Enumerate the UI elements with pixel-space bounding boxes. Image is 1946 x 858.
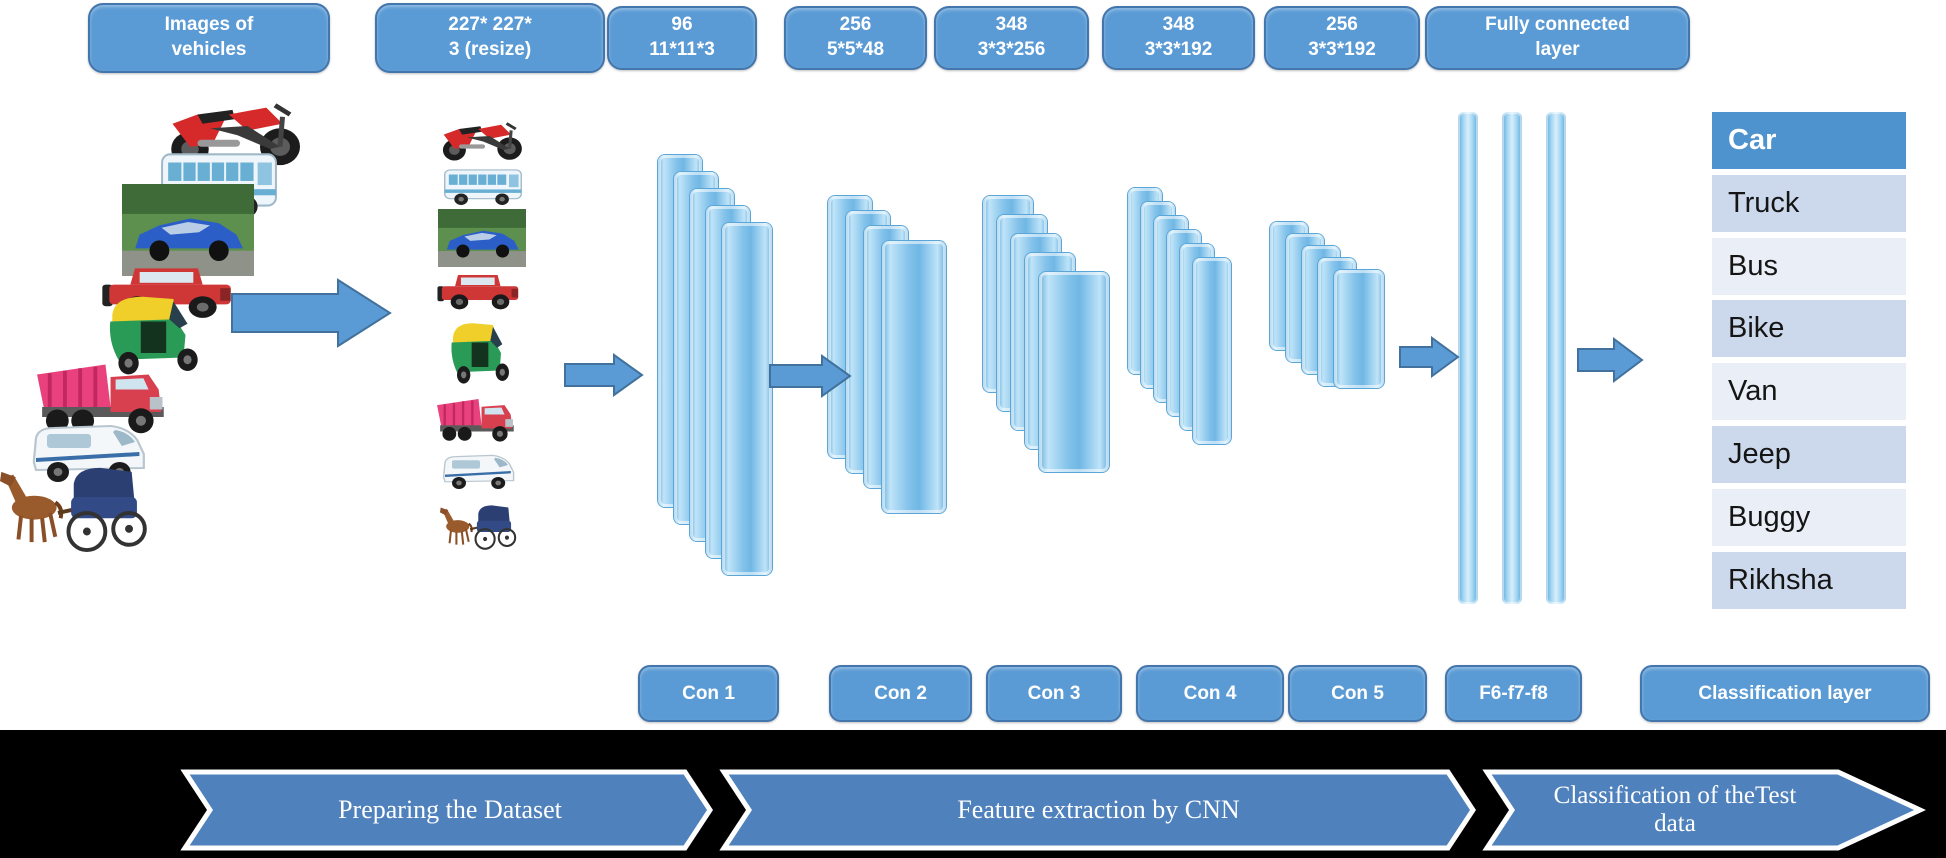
resized-vehicle-auto-rickshaw-image	[441, 318, 521, 388]
fc-layer-bar-2	[1502, 112, 1522, 604]
pipeline-box-5: 348 3*3*192	[1102, 6, 1255, 70]
class-row-bike: Bike	[1712, 300, 1906, 358]
pipeline-box-1: 227* 227* 3 (resize)	[375, 3, 605, 73]
class-row-jeep: Jeep	[1712, 426, 1906, 483]
stage-chevron-band	[180, 769, 1926, 851]
stage-chevron-1	[180, 769, 713, 851]
resized-vehicle-bus-image	[442, 163, 524, 209]
class-row-buggy: Buggy	[1712, 488, 1906, 546]
layer-button-con-2: Con 2	[829, 665, 972, 722]
layer-button-con-1: Con 1	[638, 665, 779, 722]
layer-button-con-4: Con 4	[1136, 665, 1284, 722]
flow-arrow-resize	[564, 353, 644, 397]
layer-button-con-5: Con 5	[1288, 665, 1427, 722]
pipeline-box-3: 256 5*5*48	[784, 6, 927, 70]
class-row-van: Van	[1712, 363, 1906, 421]
stage-label-dataset: Preparing the Dataset	[338, 795, 562, 825]
conv4-feature-map-6	[1193, 258, 1231, 444]
process-stage-bar	[0, 730, 1946, 858]
stage-label-feature-extraction: Feature extraction by CNN	[957, 795, 1240, 825]
resized-vehicle-jeep-image	[436, 265, 524, 315]
resized-vehicle-car-image	[438, 209, 526, 267]
pipeline-box-6: 256 3*3*192	[1264, 6, 1420, 70]
flow-arrow-input	[231, 278, 392, 348]
resized-vehicle-motorcycle-image	[436, 108, 528, 164]
stage-label-classification: Classification of theTest data	[1553, 782, 1797, 837]
conv5-feature-map-5	[1334, 270, 1384, 388]
pipeline-box-0: Images of vehicles	[88, 3, 330, 73]
fc-layer-bar-3	[1546, 112, 1566, 604]
fc-layer-bar-1	[1458, 112, 1478, 604]
layer-button-f6-f7-f8: F6-f7-f8	[1445, 665, 1582, 722]
conv1-feature-map-5	[722, 223, 772, 575]
class-row-bus: Bus	[1712, 237, 1906, 295]
conv3-feature-map-5	[1039, 272, 1109, 472]
flow-arrow-conv5-fc	[1399, 336, 1460, 378]
resized-vehicle-van-image	[438, 447, 522, 495]
layer-button-classification-layer: Classification layer	[1640, 665, 1930, 722]
pipeline-box-7: Fully connected layer	[1425, 6, 1690, 70]
layer-button-con-3: Con 3	[986, 665, 1122, 722]
resized-vehicle-horse-cart-image	[440, 497, 522, 553]
class-row-truck: Truck	[1712, 174, 1906, 232]
pipeline-box-2: 96 11*11*3	[607, 6, 757, 70]
stage-chevron-3	[1482, 769, 1926, 851]
conv2-feature-map-4	[882, 241, 946, 513]
stage-chevron-2	[719, 769, 1476, 851]
pipeline-box-4: 348 3*3*256	[934, 6, 1089, 70]
flow-arrow-fc-output	[1577, 337, 1644, 383]
class-row-car: Car	[1712, 112, 1906, 169]
vehicle-horse-cart-image	[0, 452, 158, 558]
class-row-rikhsha: Rikhsha	[1712, 551, 1906, 609]
resized-vehicle-dump-truck-image	[434, 385, 526, 447]
